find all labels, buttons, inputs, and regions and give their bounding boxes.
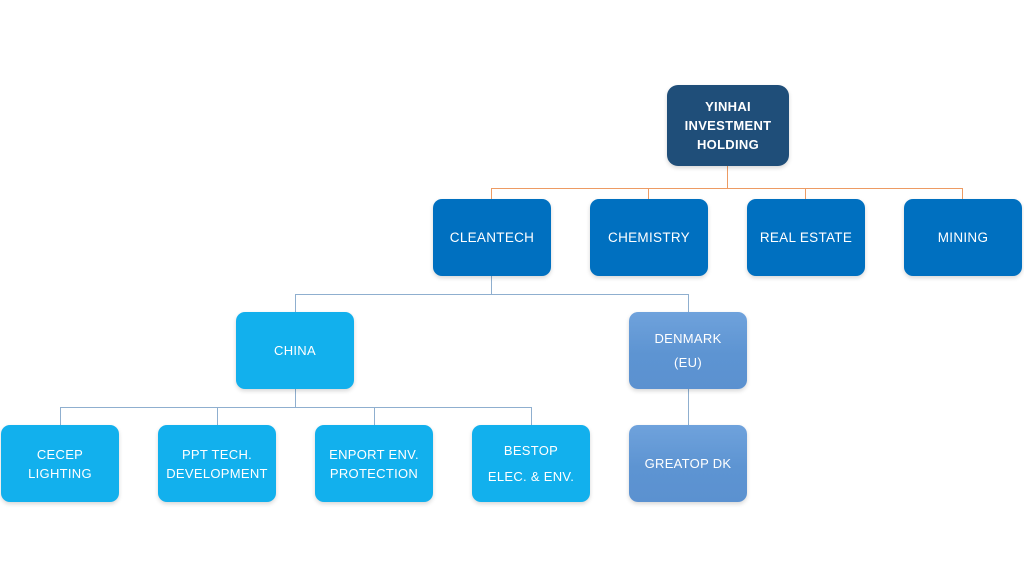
edge-drop-cleantech [491, 188, 492, 199]
node-bestop-elec-env[interactable]: BESTOP ELEC. & ENV. [472, 425, 590, 502]
edge-tier3-bus [295, 294, 688, 295]
edge-drop-realestate [805, 188, 806, 199]
node-label-line: (EU) [674, 354, 702, 370]
node-label-line: INVESTMENT [684, 118, 772, 133]
node-mining[interactable]: MINING [904, 199, 1022, 276]
node-greatop-dk[interactable]: GREATOP DK [629, 425, 747, 502]
node-cleantech[interactable]: CLEANTECH [433, 199, 551, 276]
node-label-line: HOLDING [696, 137, 760, 152]
node-label-line: CECEP [36, 446, 84, 462]
edge-cleantech-stem [491, 276, 492, 294]
edge-drop-chemistry [648, 188, 649, 199]
node-label-line: GREATOP DK [644, 455, 732, 471]
edge-tier4-bus [60, 407, 531, 408]
node-label-line: MINING [937, 229, 989, 245]
node-label-line: ENPORT ENV. [329, 446, 419, 462]
node-label-line: CHEMISTRY [608, 229, 690, 245]
edge-drop-enport [374, 407, 375, 425]
edge-drop-denmark [688, 294, 689, 312]
edge-root-stem [727, 166, 728, 188]
edge-drop-china [295, 294, 296, 312]
edge-drop-ppt [217, 407, 218, 425]
node-label-line: DEVELOPMENT [166, 465, 268, 481]
node-real-estate[interactable]: REAL ESTATE [747, 199, 865, 276]
edge-denmark-greatop [688, 389, 689, 425]
node-label-line: REAL ESTATE [759, 229, 853, 245]
node-enport-env-protection[interactable]: ENPORT ENV. PROTECTION [315, 425, 433, 502]
edge-drop-cecep [60, 407, 61, 425]
node-label-line: LIGHTING [28, 465, 92, 481]
node-label-line: BESTOP [503, 442, 559, 458]
node-label-line: PPT TECH. [181, 446, 253, 462]
node-chemistry[interactable]: CHEMISTRY [590, 199, 708, 276]
node-label-line: YINHAI [705, 99, 751, 114]
node-ppt-tech-development[interactable]: PPT TECH. DEVELOPMENT [158, 425, 276, 502]
node-denmark-eu[interactable]: DENMARK (EU) [629, 312, 747, 389]
node-label-line: DENMARK [654, 330, 722, 346]
node-yinhai-investment-holding[interactable]: YINHAI INVESTMENT HOLDING [667, 85, 789, 166]
edge-drop-mining [962, 188, 963, 199]
edge-drop-bestop [531, 407, 532, 425]
edge-divisions-bus [491, 188, 962, 189]
node-label-line: CHINA [274, 343, 316, 358]
node-label-line: PROTECTION [329, 465, 419, 481]
node-label-line: CLEANTECH [449, 229, 535, 245]
node-label-line: ELEC. & ENV. [487, 468, 575, 484]
edge-china-stem [295, 389, 296, 407]
node-china[interactable]: CHINA [236, 312, 354, 389]
node-cecep-lighting[interactable]: CECEP LIGHTING [1, 425, 119, 502]
